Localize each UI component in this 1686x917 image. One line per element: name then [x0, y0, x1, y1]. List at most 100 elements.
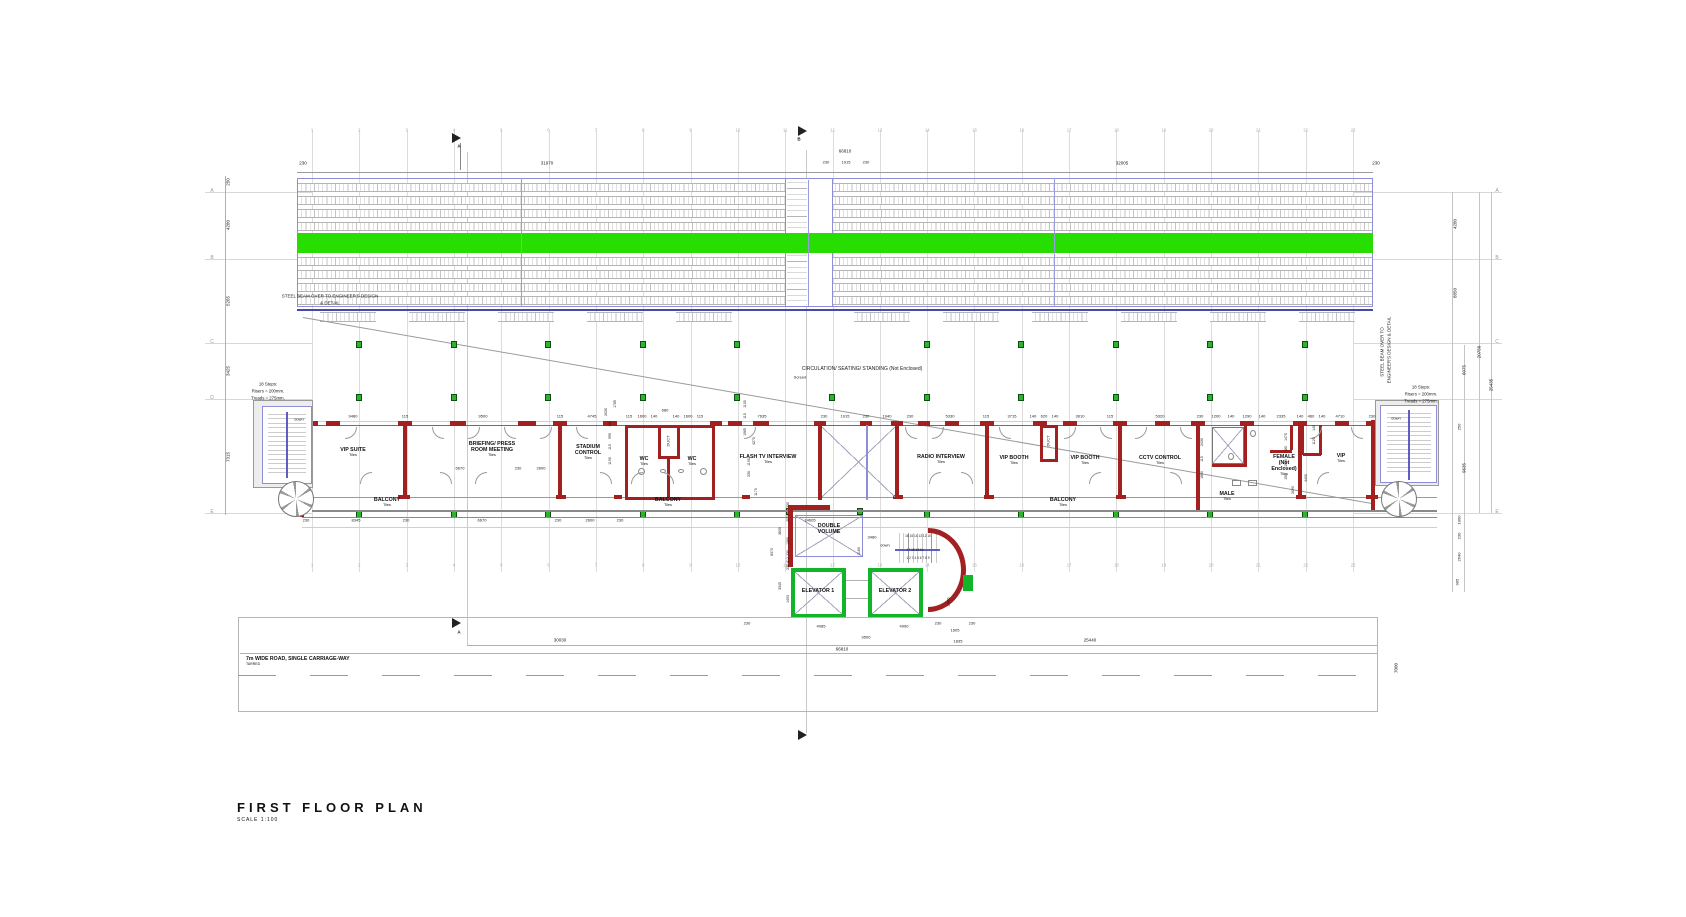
dim-label: 2090	[1290, 486, 1295, 494]
wall-red	[1366, 495, 1378, 499]
dim-label: 140	[650, 413, 658, 419]
room-name: BRIEFING/ PRESS ROOM MEETING	[468, 441, 516, 453]
beam-line	[297, 309, 1373, 311]
shower-cross	[1212, 427, 1244, 464]
dim-label: 140	[607, 421, 612, 427]
dim-label: 230	[402, 517, 410, 523]
dim-label: 32005	[1115, 160, 1129, 166]
dim-label: 6075	[1461, 364, 1467, 376]
grid-line-col-20	[1211, 130, 1212, 572]
dim-label: 230	[862, 159, 870, 165]
duct-shaft	[658, 425, 680, 459]
grid-letter: C	[1495, 339, 1499, 346]
grid-letter: B	[210, 255, 213, 262]
dim-label: 230	[785, 550, 790, 556]
dimension-line	[297, 172, 1373, 173]
dim-label: 25435	[1488, 378, 1494, 392]
door-arc	[999, 427, 1011, 439]
grid-number: 16	[1019, 127, 1025, 133]
dim-label: 5265	[225, 295, 231, 307]
grid-row-tick	[205, 259, 312, 260]
wall-red	[1319, 425, 1322, 455]
dim-label: 6670	[455, 465, 465, 471]
wall-red	[918, 421, 930, 426]
column-marker	[1302, 341, 1308, 348]
grid-line-col-19	[1163, 130, 1165, 572]
dim-label: 230	[746, 471, 751, 477]
grid-number: 23	[1350, 562, 1356, 568]
grid-line-col-1	[312, 130, 313, 572]
door-arc	[631, 472, 643, 484]
wall-red	[860, 421, 872, 426]
wall-red	[728, 421, 742, 426]
section-marker	[798, 730, 807, 740]
dim-label: 140	[1296, 413, 1304, 419]
section-marker-line	[460, 143, 461, 170]
dim-label: 31970	[540, 160, 554, 166]
grid-number: 18	[1114, 562, 1119, 568]
grid-number: 21	[1256, 562, 1261, 568]
dim-label: 115	[696, 413, 704, 419]
dim-label: 1493	[785, 595, 790, 603]
dim-label: 1190	[607, 457, 612, 465]
room-finish: Tiles	[764, 460, 772, 464]
room-finish: Tiles	[1223, 497, 1231, 501]
stair-down-label: down	[1391, 415, 1401, 421]
grid-number: 12	[830, 127, 835, 133]
wall-red	[1118, 425, 1122, 497]
grid-number: 7	[594, 562, 598, 568]
gangway-steps	[787, 180, 807, 233]
room-finish: Tiles	[688, 462, 696, 466]
wall-red	[1290, 425, 1293, 450]
column-marker	[734, 394, 740, 401]
column-marker	[545, 341, 551, 348]
dim-label: 1785	[612, 400, 617, 408]
room-name: WC	[687, 456, 697, 462]
note-steel-beam-right: STEEL BEAM OVER TO	[1379, 327, 1385, 377]
grid-number: 17	[1066, 562, 1072, 568]
room-label: ELEVATOR 1	[802, 588, 834, 594]
room-label: ELEVATOR 2	[879, 588, 911, 594]
grid-number: 4	[452, 562, 456, 568]
wall-red	[945, 421, 959, 426]
dim-label: 4400	[1303, 474, 1308, 482]
void-blue-wall	[866, 425, 868, 500]
column-marker	[356, 394, 362, 401]
wall-red	[1366, 421, 1380, 426]
grid-number: 7	[594, 127, 598, 133]
grid-number: 22	[1303, 562, 1309, 568]
seat-cluster	[1299, 312, 1355, 322]
door-arc	[1064, 427, 1076, 439]
column-marker	[545, 394, 551, 401]
grid-number: 15	[972, 562, 977, 568]
dimension-line	[1479, 192, 1480, 513]
seat-row	[298, 196, 1372, 205]
wall-red	[1293, 421, 1307, 426]
note-steel-beam-right: ENGINEER'S DESIGN & DETAIL	[1386, 316, 1392, 384]
dim-label: 230	[1196, 413, 1204, 419]
dim-label: 230	[1456, 532, 1462, 540]
dim-label: 1170	[753, 488, 758, 496]
grid-letter: A	[210, 188, 213, 195]
dim-label: 995	[607, 433, 612, 439]
room-name: DOUBLE VOLUME	[817, 523, 841, 535]
wall-red	[1196, 425, 1200, 510]
dimension-line	[240, 653, 1378, 654]
room-finish: Tiles	[640, 462, 648, 466]
door-arc	[475, 472, 487, 484]
wall-red	[1240, 421, 1254, 426]
seat-row	[298, 183, 1372, 192]
dim-label: 230	[906, 413, 914, 419]
dim-label: 7315	[225, 451, 231, 463]
note-steel-beam-left: STEEL BEAM OVER TO ENGINEER'S DESIGN	[281, 293, 379, 299]
road-name: 7m WIDE ROAD, SINGLE CARRIAGE-WAY	[246, 656, 350, 662]
seat-cluster	[1210, 312, 1266, 322]
dim-label: 140	[1051, 413, 1059, 419]
dim-label: 4280	[225, 219, 231, 231]
grid-row-tick	[1353, 343, 1502, 344]
grid-number: 19	[1161, 562, 1167, 568]
dim-label: 680	[661, 407, 669, 413]
dim-label: 115	[607, 444, 612, 450]
